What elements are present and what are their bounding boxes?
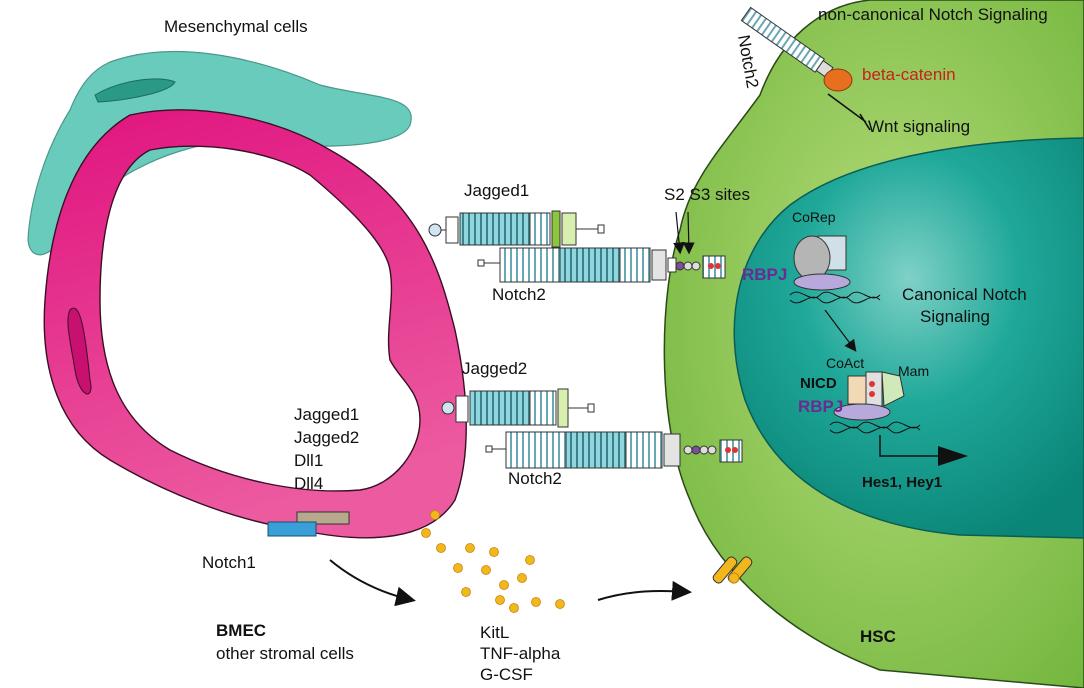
label-notch2-top: Notch2 bbox=[734, 33, 762, 89]
vessel-wall bbox=[43, 109, 467, 539]
label-notch1: Notch1 bbox=[202, 553, 256, 572]
label-hes-hey: Hes1, Hey1 bbox=[862, 474, 942, 491]
ligand-bar bbox=[296, 511, 350, 525]
jagged1-notch2-upper bbox=[428, 210, 726, 283]
cytokine-to-hsc-arrow bbox=[597, 580, 692, 601]
secretion-arrow bbox=[329, 559, 416, 607]
label-stromal: other stromal cells bbox=[216, 644, 354, 663]
vessel-nucleus bbox=[67, 307, 92, 395]
label-coact: CoAct bbox=[826, 355, 864, 371]
mesenchymal-nucleus bbox=[94, 78, 176, 103]
label-bmec: BMEC bbox=[216, 621, 266, 640]
beta-catenin-blob bbox=[823, 68, 853, 92]
label-ligand-4: Dll4 bbox=[294, 474, 323, 493]
wnt-inhibition bbox=[827, 93, 871, 131]
label-notch2-mid: Notch2 bbox=[492, 285, 546, 304]
label-ligand-1: Jagged1 bbox=[294, 405, 359, 424]
corep-complex bbox=[789, 235, 881, 304]
transcription-arrow bbox=[879, 435, 945, 457]
label-nicd: NICD bbox=[800, 375, 837, 392]
label-wnt: Wnt signaling bbox=[868, 117, 970, 136]
label-jagged2: Jagged2 bbox=[462, 359, 527, 378]
s2-arrow bbox=[673, 211, 686, 255]
label-mam: Mam bbox=[898, 363, 929, 379]
label-corep: CoRep bbox=[792, 209, 836, 225]
label-beta-catenin: beta-catenin bbox=[862, 65, 956, 84]
kit-receptor bbox=[712, 556, 753, 584]
notch1-receptor bbox=[267, 521, 317, 537]
label-cytokine-3: G-CSF bbox=[480, 665, 533, 684]
label-mesenchymal: Mesenchymal cells bbox=[164, 17, 308, 36]
label-rbpj-bottom: RBPJ bbox=[798, 397, 843, 416]
label-ligand-2: Jagged2 bbox=[294, 428, 359, 447]
label-canonical-2: Signaling bbox=[920, 307, 990, 326]
label-ligand-3: Dll1 bbox=[294, 451, 323, 470]
label-canonical-1: Canonical Notch bbox=[902, 285, 1027, 304]
label-jagged1-top: Jagged1 bbox=[464, 181, 529, 200]
label-hsc: HSC bbox=[860, 627, 896, 646]
label-notch2-bottom: Notch2 bbox=[508, 469, 562, 488]
label-cytokine-2: TNF-alpha bbox=[480, 644, 561, 663]
coact-complex bbox=[829, 371, 921, 434]
s3-arrow bbox=[682, 211, 695, 255]
label-rbpj-top: RBPJ bbox=[742, 265, 787, 284]
transcription-arrowhead bbox=[938, 446, 968, 466]
label-noncanonical: non-canonical Notch Signaling bbox=[818, 5, 1048, 24]
label-s2s3: S2 S3 sites bbox=[664, 185, 750, 204]
label-cytokine-1: KitL bbox=[480, 623, 509, 642]
jagged2-notch2-lower bbox=[441, 388, 743, 469]
cytokines-dots bbox=[421, 510, 565, 613]
activation-arrow bbox=[824, 309, 857, 352]
